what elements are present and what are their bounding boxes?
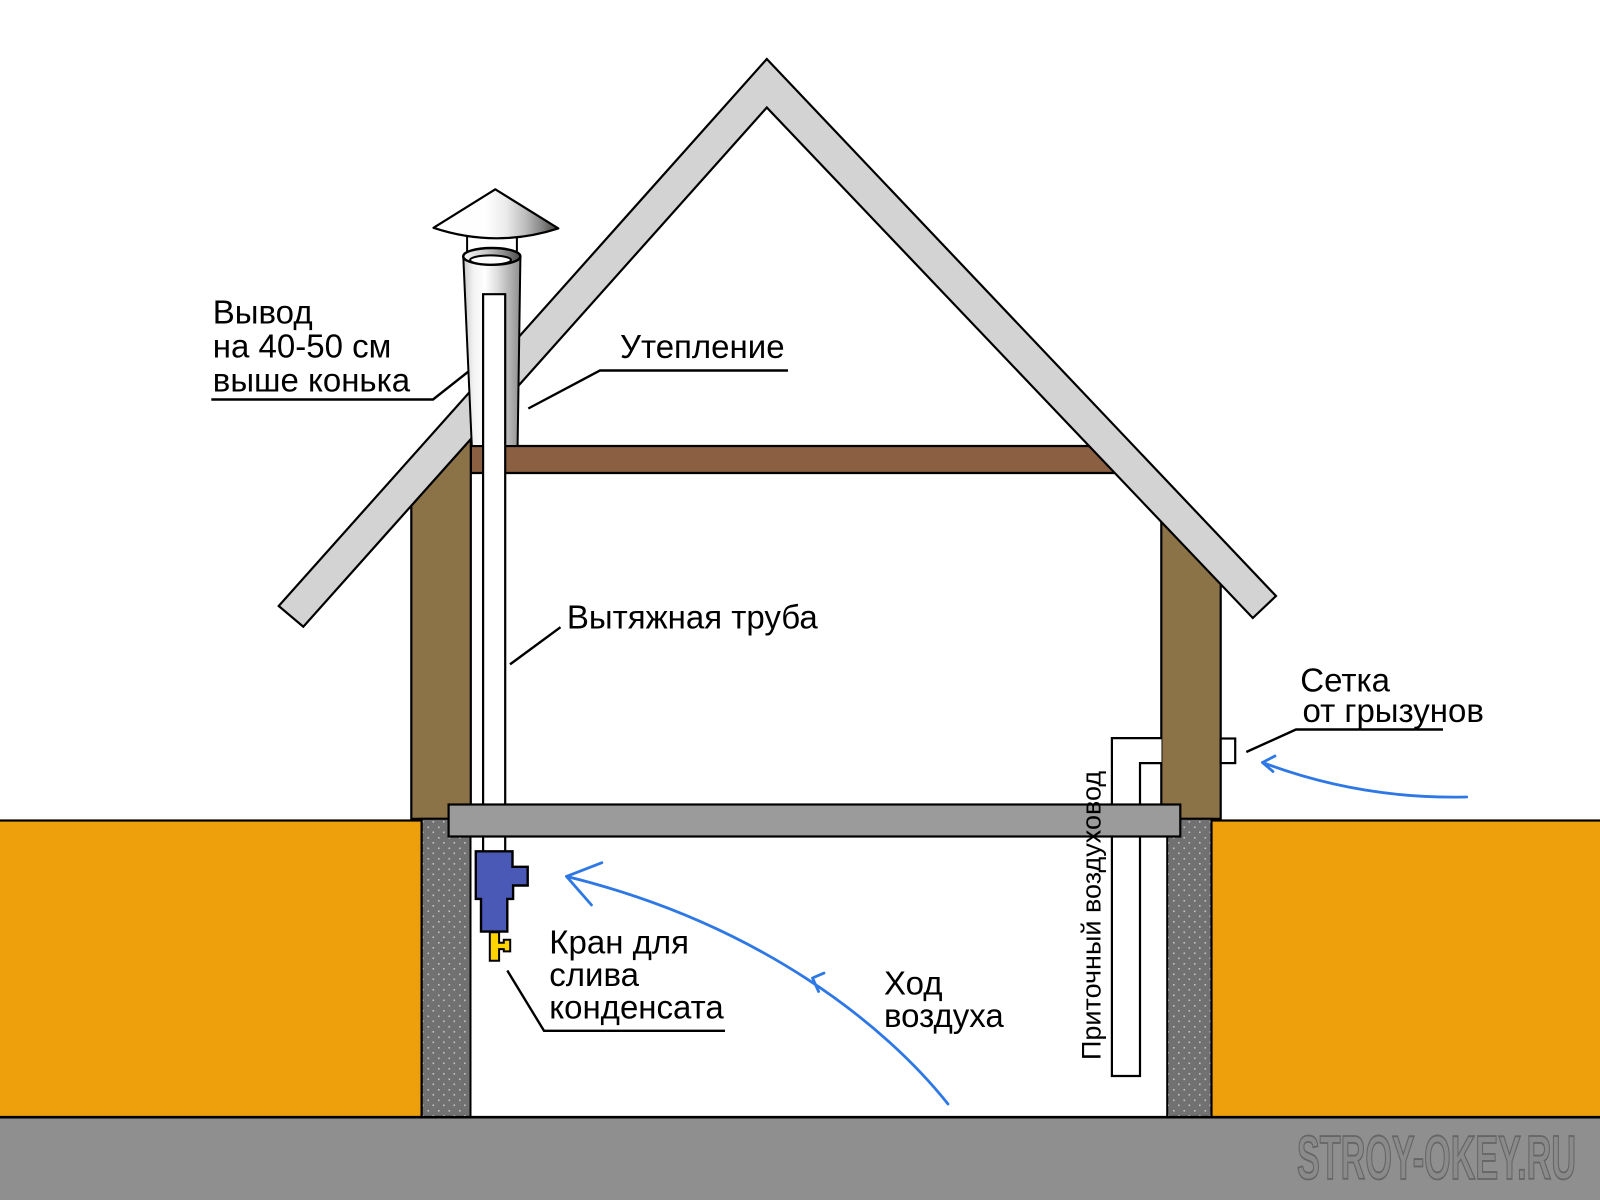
svg-text:Утепление: Утепление	[620, 328, 785, 365]
svg-text:выше конька: выше конька	[213, 362, 411, 399]
svg-text:Вытяжная труба: Вытяжная труба	[567, 599, 819, 636]
svg-text:на 40-50 см: на 40-50 см	[213, 328, 392, 365]
svg-text:Кран для: Кран для	[549, 924, 689, 961]
svg-text:Вывод: Вывод	[213, 294, 313, 331]
svg-text:Сетка: Сетка	[1300, 661, 1390, 698]
svg-text:воздуха: воздуха	[884, 997, 1004, 1034]
svg-text:Приточный воздуховод: Приточный воздуховод	[1077, 771, 1107, 1060]
svg-text:от грызунов: от грызунов	[1303, 692, 1484, 729]
svg-text:STROY-OKEY.RU: STROY-OKEY.RU	[1297, 1124, 1576, 1193]
svg-text:конденсата: конденсата	[549, 989, 724, 1026]
svg-text:слива: слива	[549, 956, 639, 993]
svg-text:Ход: Ход	[884, 964, 943, 1001]
